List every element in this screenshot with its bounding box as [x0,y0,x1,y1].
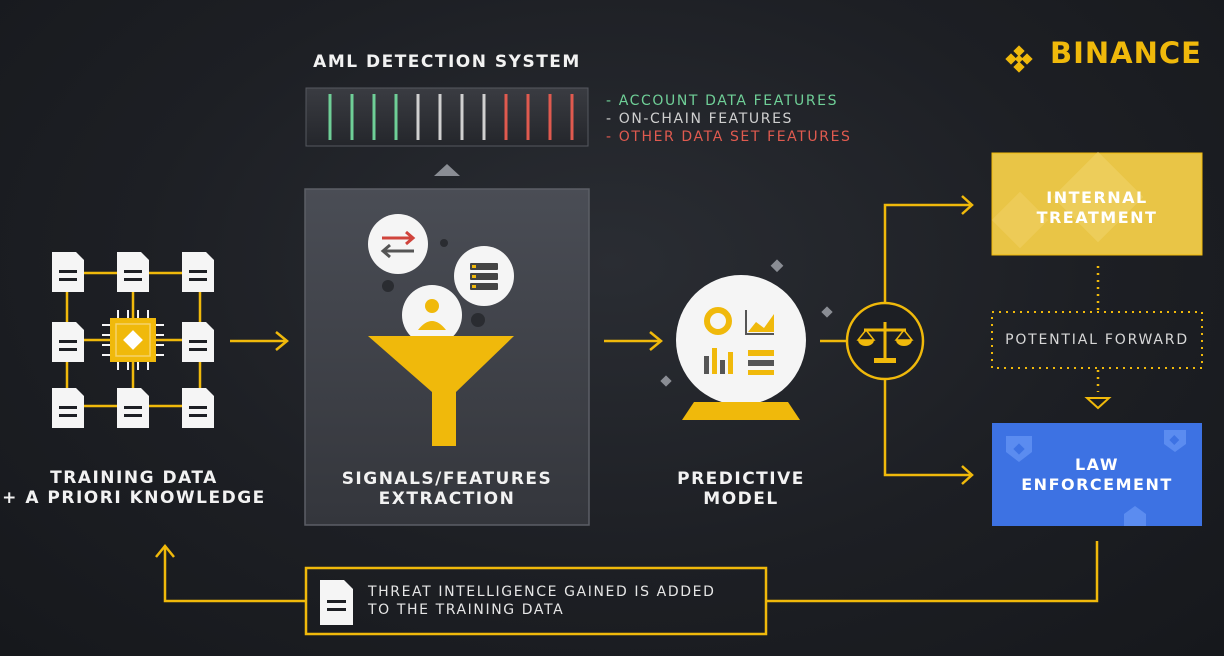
chip-icon [102,310,164,370]
predictive-label: PREDICTIVE MODEL [660,469,822,509]
predictive-label-line2: MODEL [703,489,779,509]
internal-treatment-label: INTERNAL TREATMENT [992,188,1202,228]
law-enforcement-label: LAW ENFORCEMENT [992,455,1202,495]
signals-label: SIGNALS/FEATURES EXTRACTION [305,469,589,509]
exchange-icon [368,214,428,274]
law-enforcement-box [992,423,1202,526]
binance-logo-icon [1005,45,1033,73]
user-icon [402,285,462,345]
signals-label-line1: SIGNALS/FEATURES [341,469,553,489]
branch-arrows [883,195,974,485]
predictive-model-crystal-ball [660,259,833,420]
internal-label-line1: INTERNAL [1046,188,1148,207]
feedback-line1: THREAT INTELLIGENCE GAINED IS ADDED [368,584,716,600]
potential-forward-path [991,266,1203,410]
arrow-signals-to-model [604,331,663,351]
funnel-icon [368,336,514,446]
feature-onchain: - ON-CHAIN FEATURES [606,111,794,127]
signals-label-line2: EXTRACTION [378,489,516,509]
justice-scale-icon [845,301,925,381]
feedback-text: THREAT INTELLIGENCE GAINED IS ADDED TO T… [368,583,715,619]
document-icon-grid [52,252,214,428]
feature-barcode [305,87,589,147]
signals-extraction-panel [304,188,590,526]
system-title: AML DETECTION SYSTEM [313,52,581,72]
brand-name: BINANCE [1050,36,1202,70]
law-label-line1: LAW [1074,455,1119,474]
training-label-line2: + A PRIORI KNOWLEDGE [2,488,266,508]
training-label-line1: TRAINING DATA [50,468,218,488]
arrow-training-to-signals [230,331,289,351]
training-label: TRAINING DATA + A PRIORI KNOWLEDGE [0,468,268,508]
up-triangle-icon [434,164,460,176]
predictive-label-line1: PREDICTIVE [677,469,805,489]
law-label-line2: ENFORCEMENT [1021,475,1173,494]
internal-label-line2: TREATMENT [1036,208,1158,227]
feature-other: - OTHER DATA SET FEATURES [606,129,852,145]
feature-account: - ACCOUNT DATA FEATURES [606,93,839,109]
feedback-loop [155,541,1099,636]
feedback-document-icon [320,580,353,625]
internal-treatment-box [991,151,1203,256]
feedback-line2: TO THE TRAINING DATA [368,602,565,618]
potential-forward-label: POTENTIAL FORWARD [1005,332,1189,348]
